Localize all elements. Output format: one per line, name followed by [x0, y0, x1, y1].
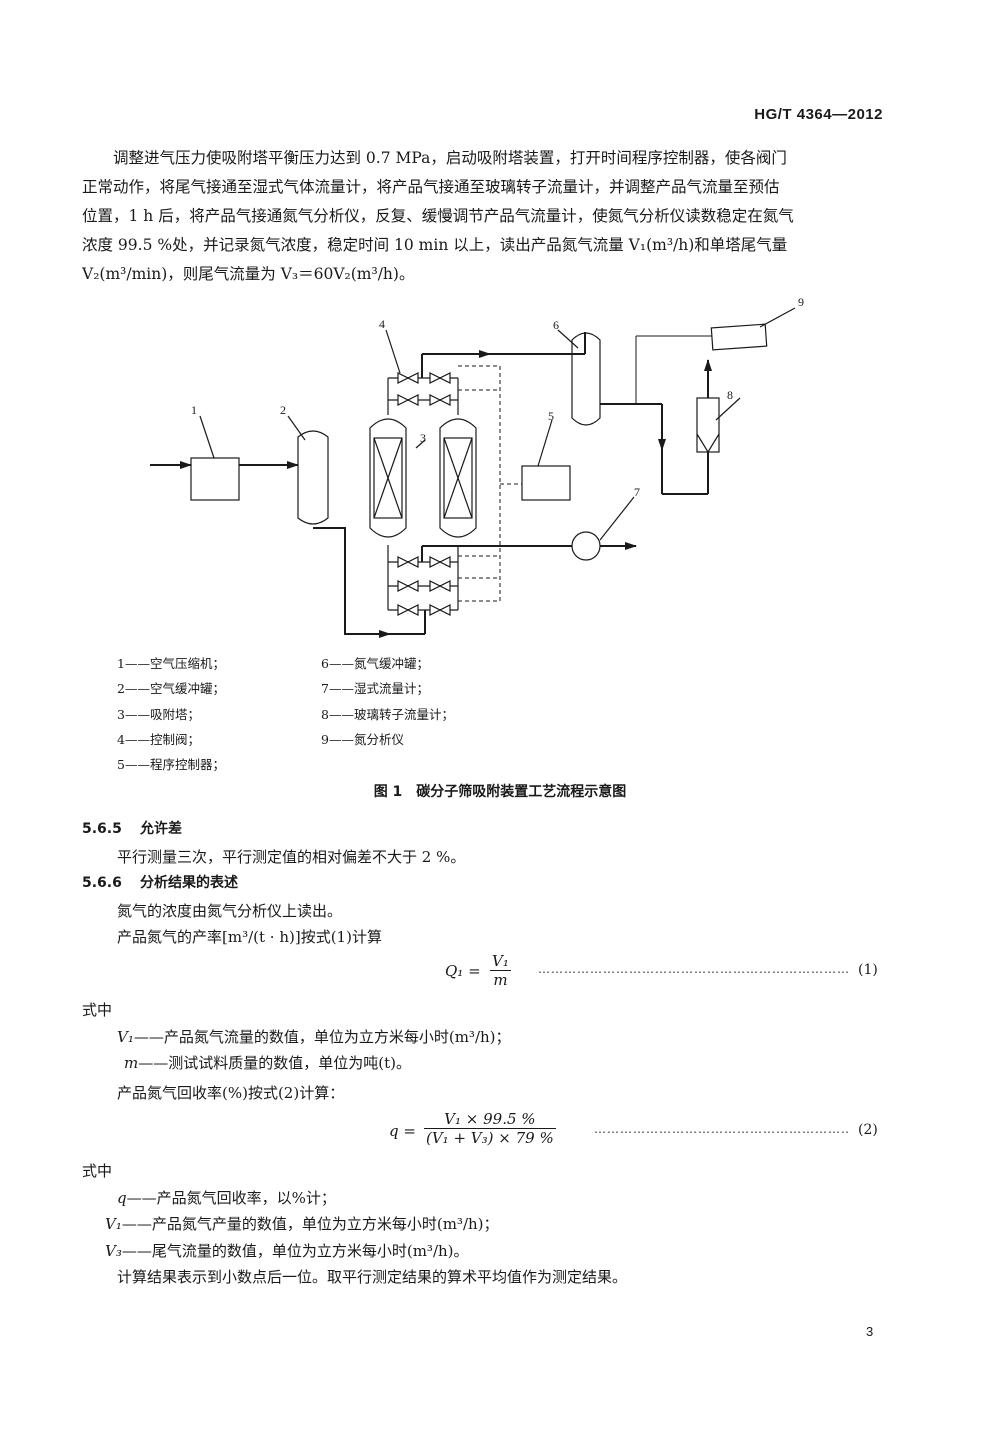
valve — [429, 556, 451, 568]
buffer-to-bottom-line — [313, 527, 400, 635]
equation-2-number: (2) — [858, 1122, 878, 1138]
symbol-m: m — [124, 1054, 139, 1072]
legend-item: 4——控制阀； — [117, 731, 200, 747]
where-label-2: 式中 — [82, 1162, 113, 1180]
program-controller-box — [521, 465, 571, 501]
def-v1-b-text: ——产品氮气产量的数值，单位为立方米每小时(m³/h)； — [121, 1215, 499, 1233]
valve — [429, 580, 451, 592]
valve — [397, 604, 419, 616]
equation-2-fraction: V₁ × 99.5 % (V₁ + V₃) × 79 % — [424, 1110, 556, 1147]
callout-2: 2 — [280, 403, 286, 417]
equation-1-fraction: V₁ m — [490, 952, 511, 989]
section-title: 分析结果的表述 — [140, 875, 238, 891]
def-v3: V₃——尾气流量的数值，单位为立方米每小时(m³/h)。 — [105, 1240, 469, 1261]
valve — [397, 556, 419, 568]
adsorption-tower-left — [369, 418, 407, 538]
section-heading-565: 5.6.5 允许差 — [82, 818, 182, 838]
symbol-v1: V₁ — [117, 1028, 134, 1046]
equation-2-lhs: q = — [389, 1122, 416, 1140]
def-v3-text: ——尾气流量的数值，单位为立方米每小时(m³/h)。 — [121, 1242, 469, 1260]
nitrogen-analyzer-box — [710, 323, 768, 351]
standard-code: HG/T 4364—2012 — [754, 106, 883, 123]
def-v1-b: V₁——产品氮气产量的数值，单位为立方米每小时(m³/h)； — [105, 1213, 499, 1234]
valve — [397, 372, 419, 384]
valve — [429, 394, 451, 406]
section-number: 5.6.5 — [82, 821, 122, 837]
air-buffer-tank — [297, 430, 329, 525]
figure-legend-left: 1——空气压缩机； 2——空气缓冲罐； 3——吸附塔； 4——控制阀； 5——程… — [117, 651, 225, 777]
valve — [397, 580, 419, 592]
legend-item: 6——氮气缓冲罐； — [321, 656, 429, 671]
section-title: 允许差 — [140, 821, 182, 837]
def-m: m——测试试料质量的数值，单位为吨(t)。 — [124, 1052, 411, 1073]
intro-line: 正常动作，将尾气接通至湿式气体流量计，将产品气接通至玻璃转子流量计，并调整产品气… — [82, 178, 780, 196]
figure-caption: 图 1 碳分子筛吸附装置工艺流程示意图 — [373, 784, 627, 800]
legend-item: 7——湿式流量计； — [321, 681, 429, 697]
callout-9: 9 — [798, 295, 804, 309]
def-m-text: ——测试试料质量的数值，单位为吨(t)。 — [138, 1054, 411, 1072]
section-566-line1: 氮气的浓度由氮气分析仪上读出。 — [117, 902, 343, 920]
intro-line: V₂(m³/min)，则尾气流量为 V₃＝60V₂(m³/h)。 — [82, 265, 415, 283]
wet-flow-meter — [571, 531, 601, 561]
callout-4: 4 — [379, 317, 385, 331]
section-566-closing: 计算结果表示到小数点后一位。取平行测定结果的算术平均值作为测定结果。 — [117, 1268, 628, 1286]
legend-item: 3——吸附塔； — [117, 706, 200, 722]
where-label-1: 式中 — [82, 1001, 113, 1019]
equation-1-numerator: V₁ — [492, 952, 509, 970]
callout-8: 8 — [727, 388, 733, 402]
valve — [397, 394, 419, 406]
figure-legend-right: 6——氮气缓冲罐； 7——湿式流量计； 8——玻璃转子流量计； 9——氮分析仪 — [321, 651, 454, 752]
symbol-v1: V₁ — [105, 1215, 122, 1233]
air-compressor-box — [190, 457, 240, 501]
section-heading-566: 5.6.6 分析结果的表述 — [82, 872, 238, 892]
rotameter — [696, 397, 720, 453]
callout-1: 1 — [191, 403, 197, 417]
equation-1-number: (1) — [858, 962, 878, 978]
valve — [429, 604, 451, 616]
legend-item: 9——氮分析仪 — [321, 731, 404, 747]
def-v1-text: ——产品氮气流量的数值，单位为立方米每小时(m³/h)； — [133, 1028, 511, 1046]
intro-paragraph: 调整进气压力使吸附塔平衡压力达到 0.7 MPa，启动吸附塔装置，打开时间程序控… — [82, 144, 888, 289]
section-566-line2: 产品氮气的产率[m³/(t · h)]按式(1)计算 — [117, 928, 382, 946]
legend-item: 5——程序控制器； — [117, 757, 225, 773]
equation-2-numerator: V₁ × 99.5 % — [444, 1110, 536, 1128]
intro-line: 位置，1 h 后，将产品气接通氮气分析仪，反复、缓慢调节产品气流量计，使氮气分析… — [82, 207, 794, 225]
equation-1-lhs: Q₁ = — [445, 962, 481, 980]
equation-2-denominator: (V₁ + V₃) × 79 % — [424, 1128, 556, 1147]
valve — [429, 372, 451, 384]
legend-item: 2——空气缓冲罐； — [117, 681, 225, 697]
equation-1-denominator: m — [490, 970, 511, 989]
callout-7: 7 — [634, 485, 640, 499]
callout-3: 3 — [420, 431, 426, 445]
callout-6: 6 — [553, 318, 559, 332]
adsorption-tower-right — [439, 418, 477, 538]
def-v1: V₁——产品氮气流量的数值，单位为立方米每小时(m³/h)； — [117, 1026, 511, 1047]
def-q-text: ——产品氮气回收率，以%计； — [126, 1189, 336, 1207]
intro-line: 调整进气压力使吸附塔平衡压力达到 0.7 MPa，启动吸附塔装置，打开时间程序控… — [113, 149, 787, 167]
section-number: 5.6.6 — [82, 875, 122, 891]
symbol-v3: V₃ — [105, 1242, 122, 1260]
page-number: 3 — [866, 1324, 874, 1339]
legend-item: 8——玻璃转子流量计； — [321, 706, 454, 722]
nitrogen-buffer-tank — [571, 332, 601, 426]
def-q: q——产品氮气回收率，以%计； — [117, 1187, 336, 1208]
section-566-line3: 产品氮气回收率(%)按式(2)计算： — [117, 1084, 345, 1102]
legend-item: 1——空气压缩机； — [117, 656, 225, 671]
intro-line: 浓度 99.5 %处，并记录氮气浓度，稳定时间 10 min 以上，读出产品氮气… — [82, 236, 788, 254]
symbol-q: q — [117, 1189, 127, 1207]
callout-5: 5 — [548, 409, 554, 423]
process-flow-diagram: 1 2 3 4 5 6 7 8 9 — [150, 295, 804, 638]
equation-1-leader: ………………………………………………………………………………………… — [538, 962, 848, 976]
equation-2-leader: ………………………………………………………………………… — [594, 1122, 848, 1136]
section-565-text: 平行测量三次，平行测定值的相对偏差不大于 2 %。 — [117, 848, 466, 866]
